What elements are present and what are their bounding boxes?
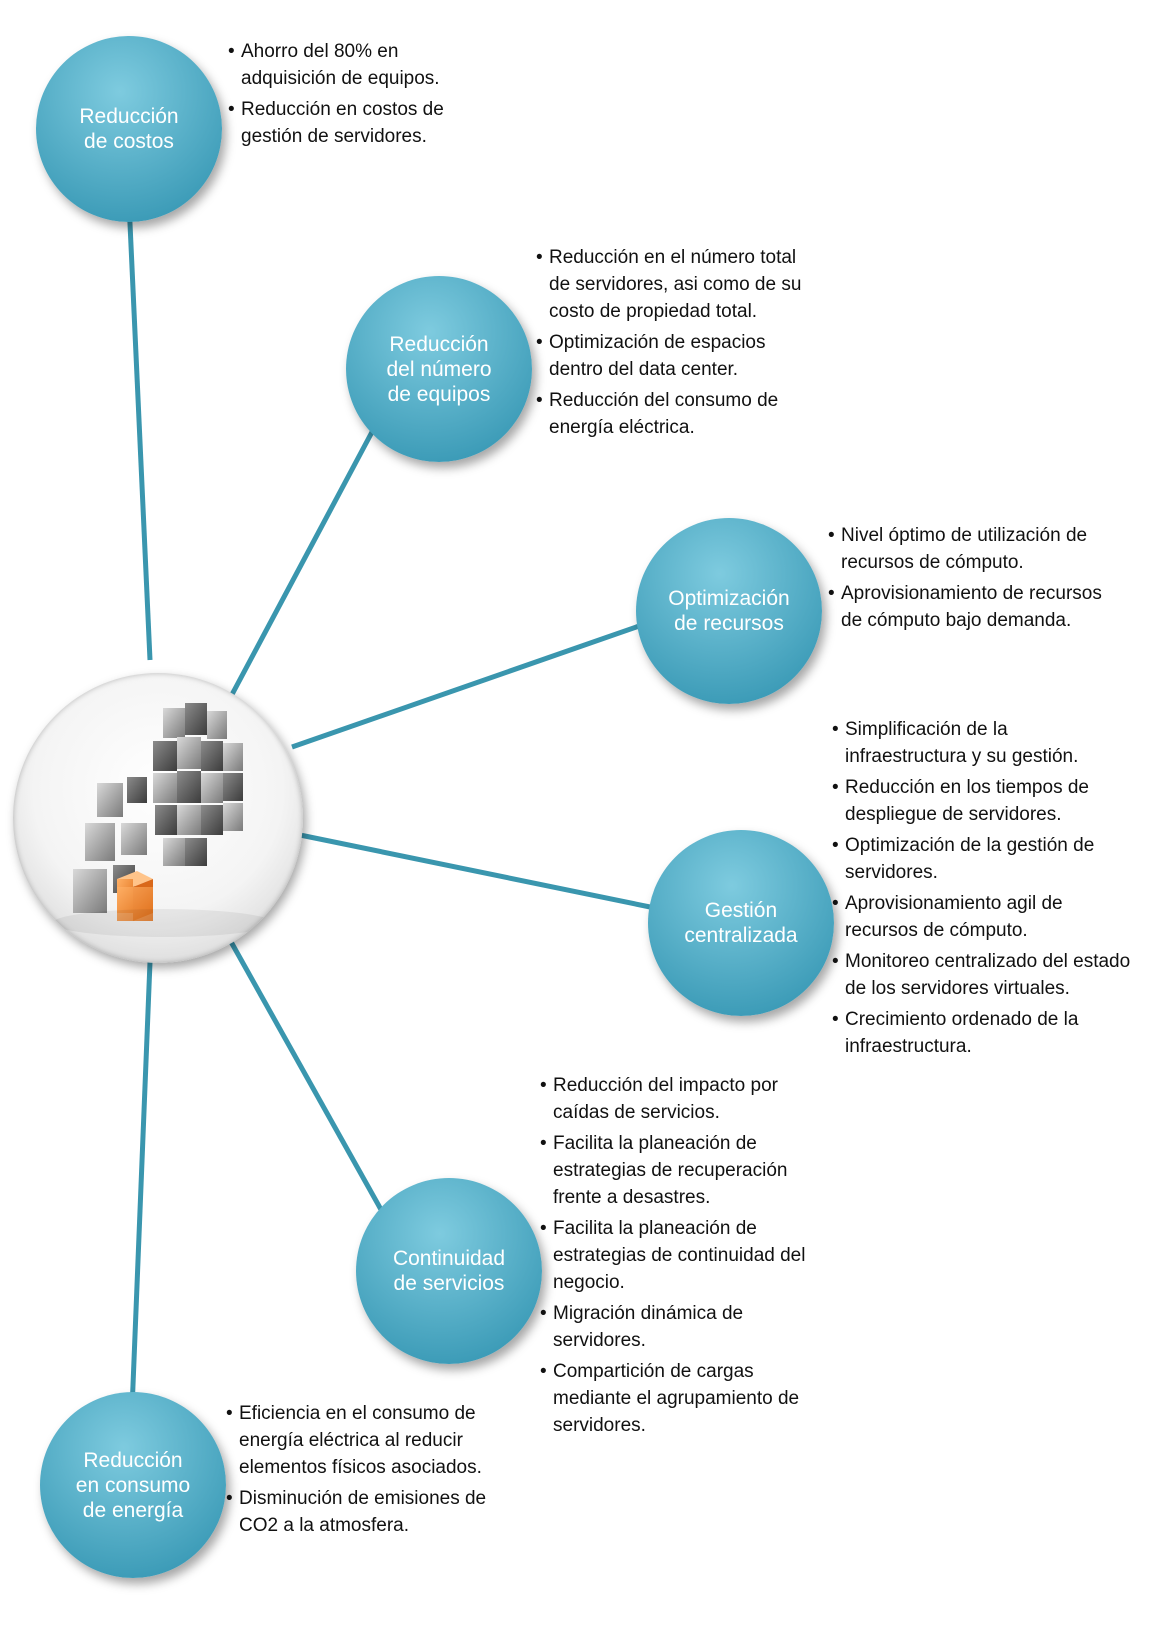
bullets-gestion-centralizada: Simplificación de la infraestructura y s… bbox=[832, 716, 1132, 1064]
node-label: Continuidad de servicios bbox=[392, 1247, 506, 1295]
bullet-item: Reducción en costos de gestión de servid… bbox=[228, 96, 488, 150]
node-label: Gestión centralizada bbox=[684, 899, 798, 947]
bullet-item: Reducción en el número total de servidor… bbox=[536, 244, 810, 325]
node-reduccion-equipos: Reducción del número de equipos bbox=[346, 276, 532, 462]
bullet-item: Facilita la planeación de estrategias de… bbox=[540, 1215, 816, 1296]
node-gestion-centralizada: Gestión centralizada bbox=[648, 830, 834, 1016]
bullets-continuidad-servicios: Reducción del impacto por caídas de serv… bbox=[540, 1072, 816, 1443]
node-reduccion-costos: Reducción de costos bbox=[36, 36, 222, 222]
node-label: Reducción del número de equipos bbox=[386, 332, 492, 406]
connector-costos bbox=[125, 179, 153, 661]
bullets-reduccion-equipos: Reducción en el número total de servidor… bbox=[536, 244, 810, 445]
connector-energia bbox=[129, 961, 153, 1411]
bullets-reduccion-energia: Eficiencia en el consumo de energía eléc… bbox=[226, 1400, 494, 1543]
bullet-item: Reducción del consumo de energía eléctri… bbox=[536, 387, 810, 441]
bullet-item: Aprovisionamiento de recursos de cómputo… bbox=[828, 580, 1118, 634]
bullet-item: Migración dinámica de servidores. bbox=[540, 1300, 816, 1354]
bullet-item: Aprovisionamiento agil de recursos de có… bbox=[832, 890, 1132, 944]
orange-cube bbox=[117, 871, 153, 921]
connector-gestion bbox=[299, 832, 656, 911]
bullet-item: Nivel óptimo de utilización de recursos … bbox=[828, 522, 1118, 576]
cube-stack bbox=[153, 703, 243, 866]
bullet-item: Disminución de emisiones de CO2 a la atm… bbox=[226, 1485, 494, 1539]
node-continuidad-servicios: Continuidad de servicios bbox=[356, 1178, 542, 1364]
hub-circle bbox=[13, 673, 303, 963]
bullet-item: Compartición de cargas mediante el agrup… bbox=[540, 1358, 816, 1439]
bullet-item: Crecimiento ordenado de la infraestructu… bbox=[832, 1006, 1132, 1060]
node-label: Optimización de recursos bbox=[668, 587, 790, 635]
bullets-reduccion-costos: Ahorro del 80% en adquisición de equipos… bbox=[228, 38, 488, 154]
bullet-item: Monitoreo centralizado del estado de los… bbox=[832, 948, 1132, 1002]
bullet-item: Optimización de espacios dentro del data… bbox=[536, 329, 810, 383]
bullets-optimizacion-recursos: Nivel óptimo de utilización de recursos … bbox=[828, 522, 1118, 638]
node-label: Reducción de costos bbox=[79, 105, 179, 153]
bullet-item: Reducción en los tiempos de despliegue d… bbox=[832, 774, 1132, 828]
node-reduccion-energia: Reducción en consumo de energía bbox=[40, 1392, 226, 1578]
scattered-cubes bbox=[73, 777, 147, 913]
bullet-item: Facilita la planeación de estrategias de… bbox=[540, 1130, 816, 1211]
bullet-item: Ahorro del 80% en adquisición de equipos… bbox=[228, 38, 488, 92]
bullet-item: Optimización de la gestión de servidores… bbox=[832, 832, 1132, 886]
bullet-item: Simplificación de la infraestructura y s… bbox=[832, 716, 1132, 770]
node-optimizacion-recursos: Optimización de recursos bbox=[636, 518, 822, 704]
server-cubes-icon bbox=[53, 703, 273, 937]
connector-continuidad bbox=[227, 938, 401, 1242]
bullet-item: Reducción del impacto por caídas de serv… bbox=[540, 1072, 816, 1126]
node-label: Reducción en consumo de energía bbox=[75, 1448, 191, 1522]
connector-recursos bbox=[291, 622, 643, 750]
bullet-item: Eficiencia en el consumo de energía eléc… bbox=[226, 1400, 494, 1481]
connector-equipos bbox=[225, 430, 375, 704]
